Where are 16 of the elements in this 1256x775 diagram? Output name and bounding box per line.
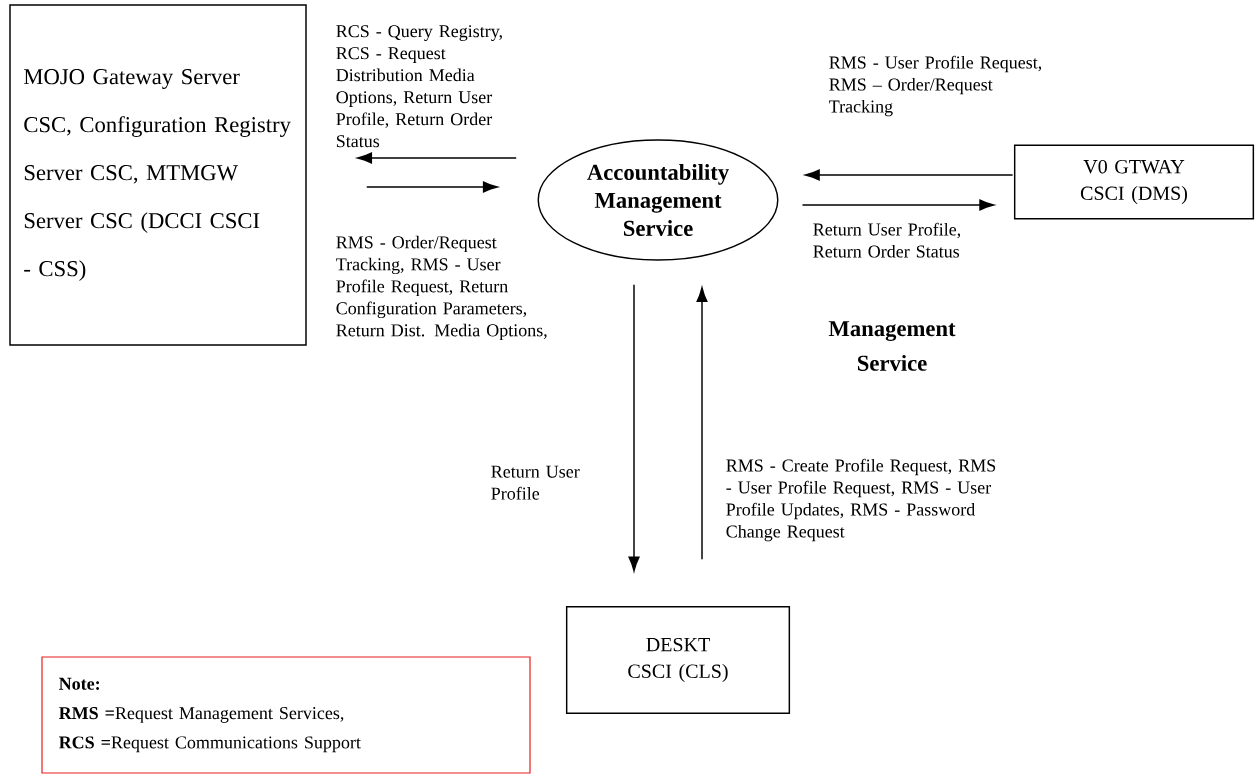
edge-label: Return User Profile, Return Order Status (813, 222, 961, 258)
arrow (805, 169, 1014, 181)
arrow (801, 199, 995, 211)
component-box: V0 GTWAY CSCI (DMS) (1013, 144, 1255, 220)
edge-label: Return User Profile (491, 465, 580, 500)
edge-label: RMS - Create Profile Request, RMS - User Profile Request, RMS - User Profile Updates, RMS - Password Change Request (726, 458, 996, 542)
arrow (628, 284, 640, 572)
arrow (366, 181, 498, 193)
edge-label: RCS - Query Registry, RCS - Request Distribution Media Options, Return User Profile, Return Order Status (336, 25, 502, 148)
edge-label: RMS - User Profile Request, RMS – Order/Request Tracking (829, 55, 1042, 117)
note-box: Note: RMS =Request Management Services, RCS =Request Communications Support (41, 656, 531, 774)
arrow (696, 287, 708, 560)
component-box: DESKT CSCI (CLS) (565, 605, 791, 715)
heading-text: Management Service (828, 321, 956, 371)
component-box: MOJO Gateway Server CSC, Configuration Registry Server CSC, MTMGW Server CSC (DCCI CSCI - CSS) (9, 4, 307, 346)
arrow (357, 152, 517, 164)
